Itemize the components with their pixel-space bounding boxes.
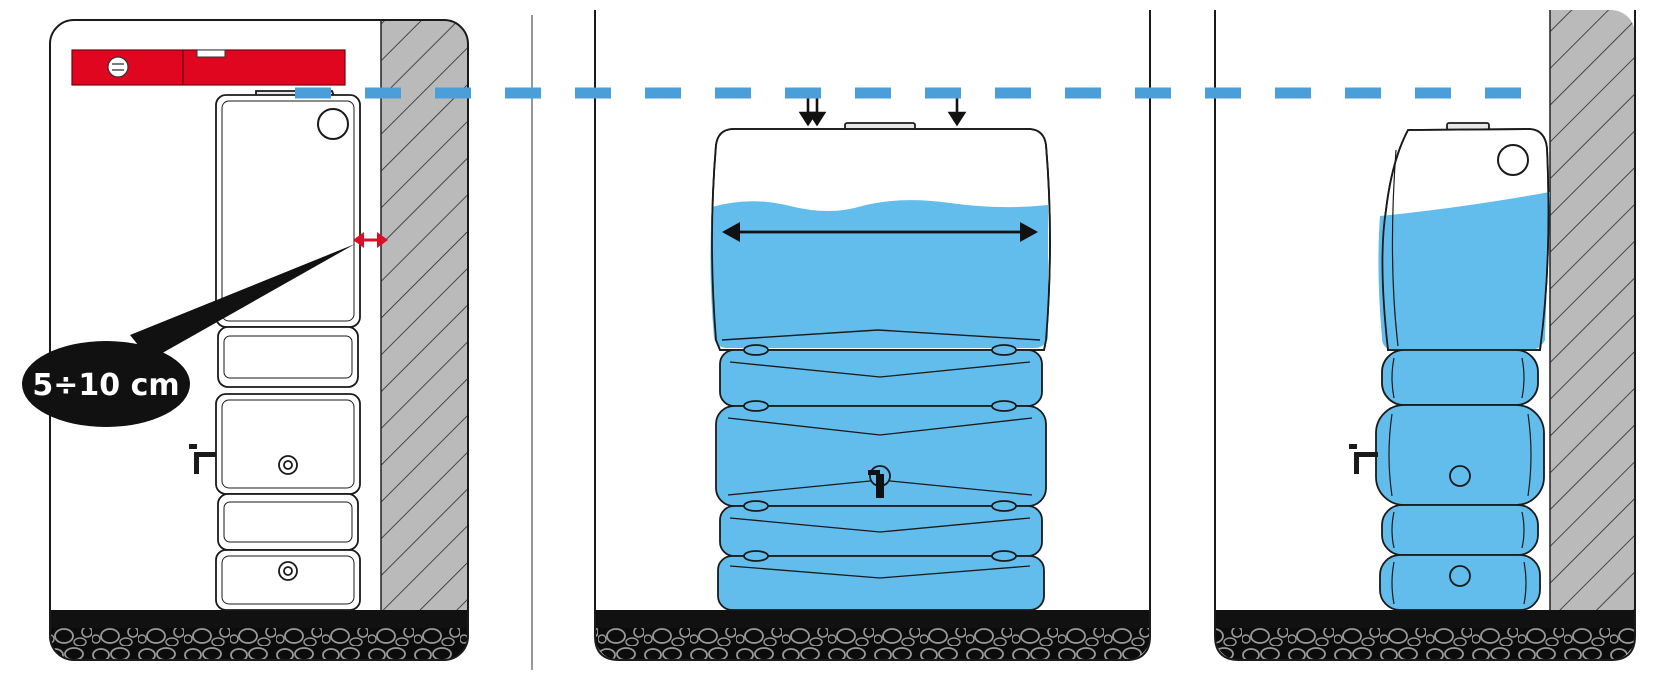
tap-icon: [1349, 444, 1378, 474]
panel-tank-front: [594, 10, 1151, 661]
gravel-layer: [50, 628, 468, 660]
gap-label: 5÷10 cm: [32, 368, 179, 403]
callout-bubble-icon: [22, 244, 355, 427]
double-arrow-icon: [353, 232, 388, 248]
tank-side-filled: [1375, 122, 1550, 611]
wall-hatched: [381, 20, 468, 610]
tap-icon: [868, 470, 884, 498]
tank-side-outline: [215, 90, 361, 611]
ground-slab: [1215, 610, 1635, 628]
down-arrow-icon: [798, 95, 967, 127]
ground-slab: [50, 610, 468, 628]
panel-tank-side-filled: [1214, 10, 1636, 661]
double-arrow-icon: [722, 222, 1038, 242]
spirit-level-icon: [71, 49, 346, 86]
tank-front-filled: [710, 122, 1051, 611]
gravel-layer: [595, 628, 1150, 660]
panel-wall-clearance: 5÷10 cm: [22, 19, 469, 661]
wall-hatched: [1550, 10, 1635, 610]
gravel-layer: [1215, 628, 1635, 660]
ground-slab: [595, 610, 1150, 628]
tap-icon: [189, 444, 216, 474]
